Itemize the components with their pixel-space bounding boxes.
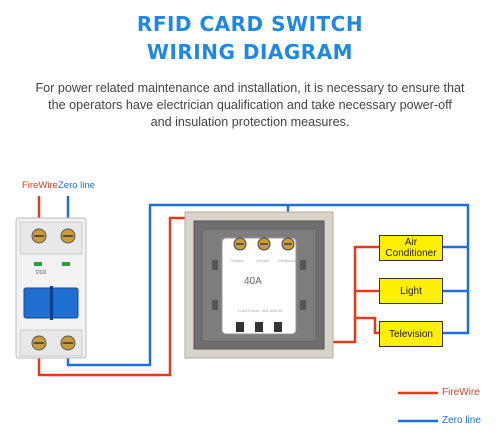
- rfid-switch: Lblailbo Lbinsta Wb@adbo 40A Load Power:…: [184, 211, 334, 359]
- zero-wire-main: [66, 203, 470, 367]
- description-line-3: and insulation protection measures.: [150, 115, 350, 129]
- load-light: Light: [379, 278, 443, 304]
- circuit-breaker: DC0: [15, 217, 87, 359]
- switch-terminal-label-1: Lblailbo: [230, 258, 245, 263]
- switch-rating: 40A: [244, 276, 262, 287]
- switch-terminal-label-3: Wb@adbo: [278, 258, 298, 263]
- legend-fire-label: FireWire: [442, 387, 480, 398]
- description-line-2: the operators have electrician qualifica…: [48, 98, 452, 112]
- switch-load-text: Load Power: 40A 8000W: [238, 308, 282, 313]
- breaker-indicator: [34, 262, 42, 266]
- switch-terminal-label-2: Lbinsta: [256, 258, 270, 263]
- fire-wire-bus: [353, 245, 379, 318]
- load-air-conditioner: Air Conditioner: [379, 235, 443, 261]
- load-television: Television: [379, 321, 443, 347]
- title-line-1: RFID CARD SWITCH: [136, 12, 364, 36]
- title-line-2: WIRING DIAGRAM: [146, 40, 354, 64]
- breaker-fire-label: FireWire: [22, 180, 58, 191]
- breaker-marking: DC0: [36, 270, 46, 276]
- load-air-conditioner-line1: Air: [404, 237, 418, 248]
- safety-description: For power related maintenance and instal…: [20, 80, 480, 131]
- load-air-conditioner-line2: Conditioner: [385, 248, 437, 259]
- description-line-1: For power related maintenance and instal…: [35, 81, 465, 95]
- switch-module: [221, 237, 297, 335]
- breaker-zero-label: Zero line: [58, 180, 95, 191]
- legend-zero-label: Zero line: [442, 415, 481, 426]
